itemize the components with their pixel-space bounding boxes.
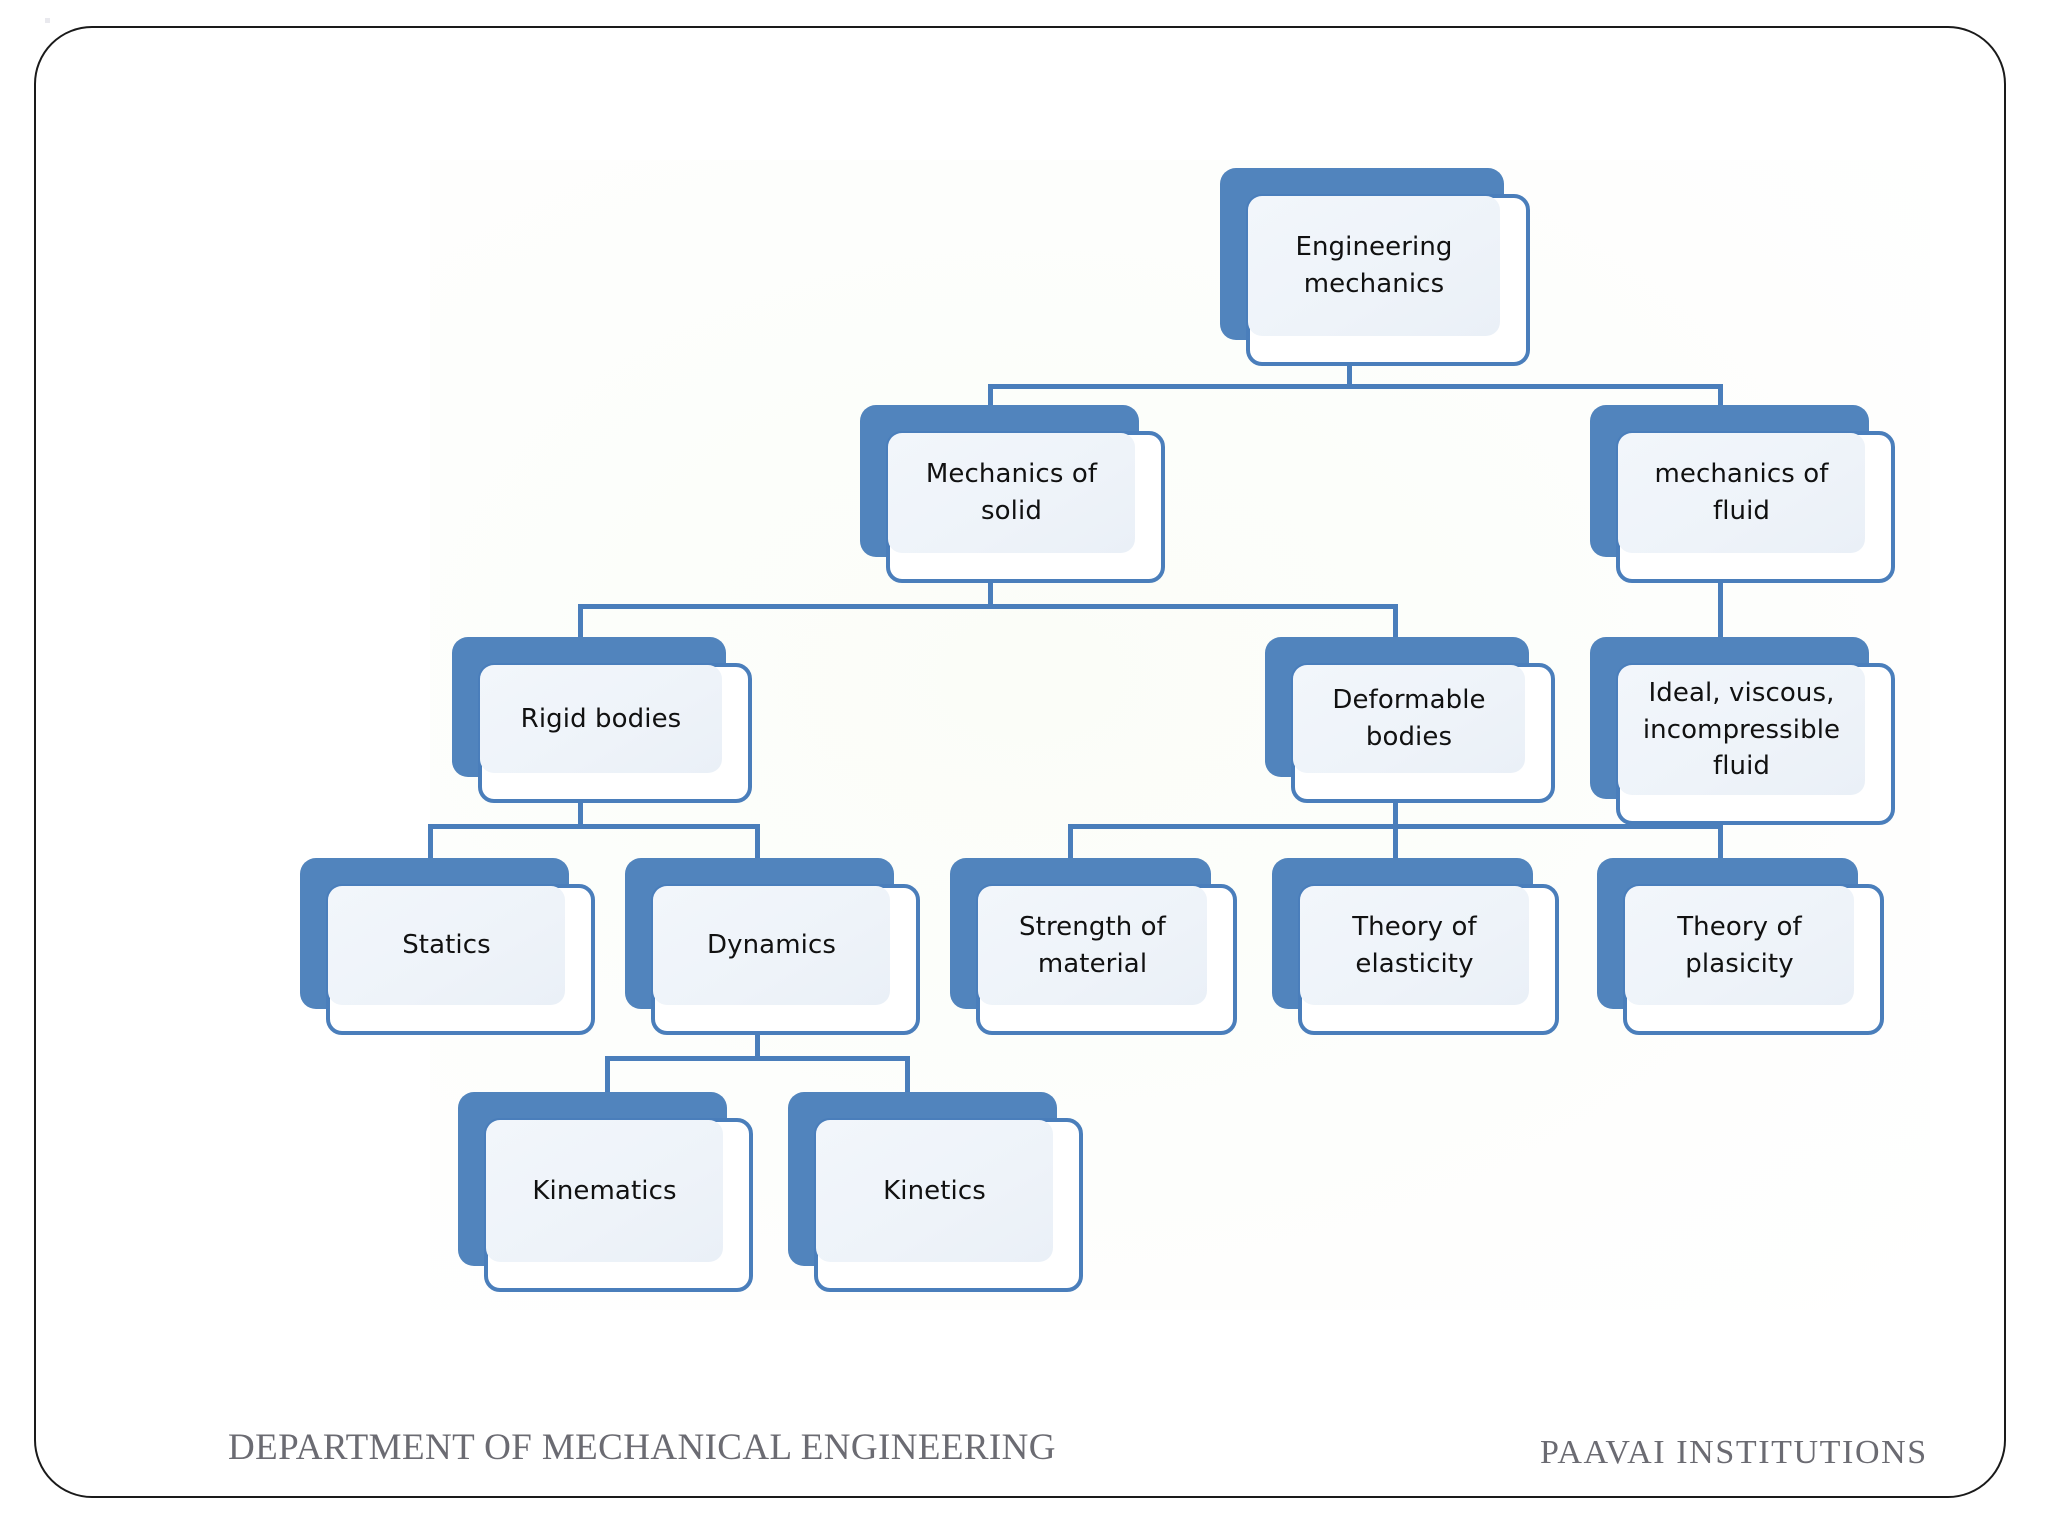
connector-deformable-to-strength bbox=[1068, 824, 1073, 858]
node-card: Engineering mechanics bbox=[1246, 194, 1530, 366]
node-label: Dynamics bbox=[706, 930, 836, 961]
corner-speck bbox=[45, 18, 50, 23]
connector-dynamics-to-kinetics bbox=[905, 1056, 910, 1092]
node-card: Statics bbox=[326, 884, 595, 1035]
node-card: Kinetics bbox=[814, 1118, 1083, 1292]
connector-rigid-bus bbox=[428, 824, 760, 829]
connector-fluid-to-fluidtypes bbox=[1718, 580, 1723, 640]
connector-rigid-stem bbox=[578, 800, 583, 828]
node-inner-fill: Theory of plasicity bbox=[1625, 886, 1854, 1005]
node-card: Ideal, viscous, incompressible fluid bbox=[1616, 663, 1895, 825]
node-theory-of-elasticity[interactable]: Theory of elasticity bbox=[1272, 858, 1559, 1035]
node-inner-fill: Statics bbox=[328, 886, 565, 1005]
node-mechanics-of-fluid[interactable]: mechanics of fluid bbox=[1590, 405, 1895, 583]
node-label: Deformable bodies bbox=[1332, 685, 1486, 752]
node-card: Theory of plasicity bbox=[1623, 884, 1884, 1035]
node-label: Kinetics bbox=[883, 1175, 986, 1206]
node-statics[interactable]: Statics bbox=[300, 858, 595, 1035]
connector-solid-to-rigid bbox=[578, 604, 583, 640]
node-inner-fill: mechanics of fluid bbox=[1618, 433, 1865, 553]
connector-root-stem bbox=[1347, 348, 1352, 388]
node-engineering-mechanics[interactable]: Engineering mechanics bbox=[1220, 168, 1530, 366]
connector-solid-stem bbox=[988, 580, 993, 608]
node-label: Strength of material bbox=[1019, 911, 1166, 979]
node-inner-fill: Kinematics bbox=[486, 1120, 723, 1262]
slide-border-frame bbox=[34, 26, 2006, 1498]
node-card: Theory of elasticity bbox=[1298, 884, 1559, 1035]
connector-dynamics-to-kinematics bbox=[605, 1056, 610, 1092]
node-card: Deformable bodies bbox=[1291, 663, 1555, 803]
node-card: Kinematics bbox=[484, 1118, 753, 1292]
connector-deformable-to-elasticity bbox=[1393, 824, 1398, 858]
node-inner-fill: Rigid bodies bbox=[480, 665, 722, 773]
node-kinematics[interactable]: Kinematics bbox=[458, 1092, 753, 1292]
node-card: mechanics of fluid bbox=[1616, 431, 1895, 583]
node-label: Theory of plasicity bbox=[1677, 911, 1802, 979]
node-deformable-bodies[interactable]: Deformable bodies bbox=[1265, 637, 1555, 803]
node-label: Rigid bodies bbox=[520, 703, 682, 734]
connector-root-bus bbox=[988, 384, 1723, 389]
connector-solid-to-deformable bbox=[1393, 604, 1398, 640]
node-kinetics[interactable]: Kinetics bbox=[788, 1092, 1083, 1292]
connector-deformable-to-plasticity bbox=[1718, 824, 1723, 858]
connector-solid-bus bbox=[578, 604, 1398, 609]
node-inner-fill: Strength of material bbox=[978, 886, 1207, 1005]
node-label: Statics bbox=[402, 930, 491, 961]
node-inner-fill: Ideal, viscous, incompressible fluid bbox=[1618, 665, 1865, 795]
connector-dynamics-bus bbox=[605, 1056, 910, 1061]
node-card: Rigid bodies bbox=[478, 663, 752, 803]
node-label: Engineering mechanics bbox=[1295, 232, 1453, 299]
connector-rigid-to-dynamics bbox=[755, 824, 760, 858]
node-dynamics[interactable]: Dynamics bbox=[625, 858, 920, 1035]
node-inner-fill: Mechanics of solid bbox=[888, 433, 1135, 553]
connector-root-to-fluid bbox=[1718, 384, 1723, 412]
connector-rigid-to-statics bbox=[428, 824, 433, 858]
connector-dynamics-stem bbox=[755, 1032, 760, 1060]
node-theory-of-plasicity[interactable]: Theory of plasicity bbox=[1597, 858, 1884, 1035]
node-inner-fill: Engineering mechanics bbox=[1248, 196, 1500, 336]
node-card: Dynamics bbox=[651, 884, 920, 1035]
node-card: Strength of material bbox=[976, 884, 1237, 1035]
footer-department-label: DEPARTMENT OF MECHANICAL ENGINEERING bbox=[228, 1427, 1056, 1468]
connector-deformable-stem bbox=[1393, 800, 1398, 828]
node-inner-fill: Kinetics bbox=[816, 1120, 1053, 1262]
node-card: Mechanics of solid bbox=[886, 431, 1165, 583]
node-rigid-bodies[interactable]: Rigid bodies bbox=[452, 637, 752, 803]
node-label: Theory of elasticity bbox=[1352, 911, 1477, 979]
node-label: Ideal, viscous, incompressible fluid bbox=[1642, 677, 1841, 782]
node-label: mechanics of fluid bbox=[1654, 459, 1829, 526]
node-strength-of-material[interactable]: Strength of material bbox=[950, 858, 1237, 1035]
node-label: Mechanics of solid bbox=[925, 459, 1098, 526]
footer-institution-label: PAAVAI INSTITUTIONS bbox=[1540, 1434, 1928, 1471]
node-label: Kinematics bbox=[532, 1175, 677, 1206]
node-inner-fill: Deformable bodies bbox=[1293, 665, 1525, 773]
node-ideal-viscous-incompressible-fluid[interactable]: Ideal, viscous, incompressible fluid bbox=[1590, 637, 1895, 825]
node-inner-fill: Theory of elasticity bbox=[1300, 886, 1529, 1005]
node-mechanics-of-solid[interactable]: Mechanics of solid bbox=[860, 405, 1165, 583]
node-inner-fill: Dynamics bbox=[653, 886, 890, 1005]
connector-root-to-solid bbox=[988, 384, 993, 412]
